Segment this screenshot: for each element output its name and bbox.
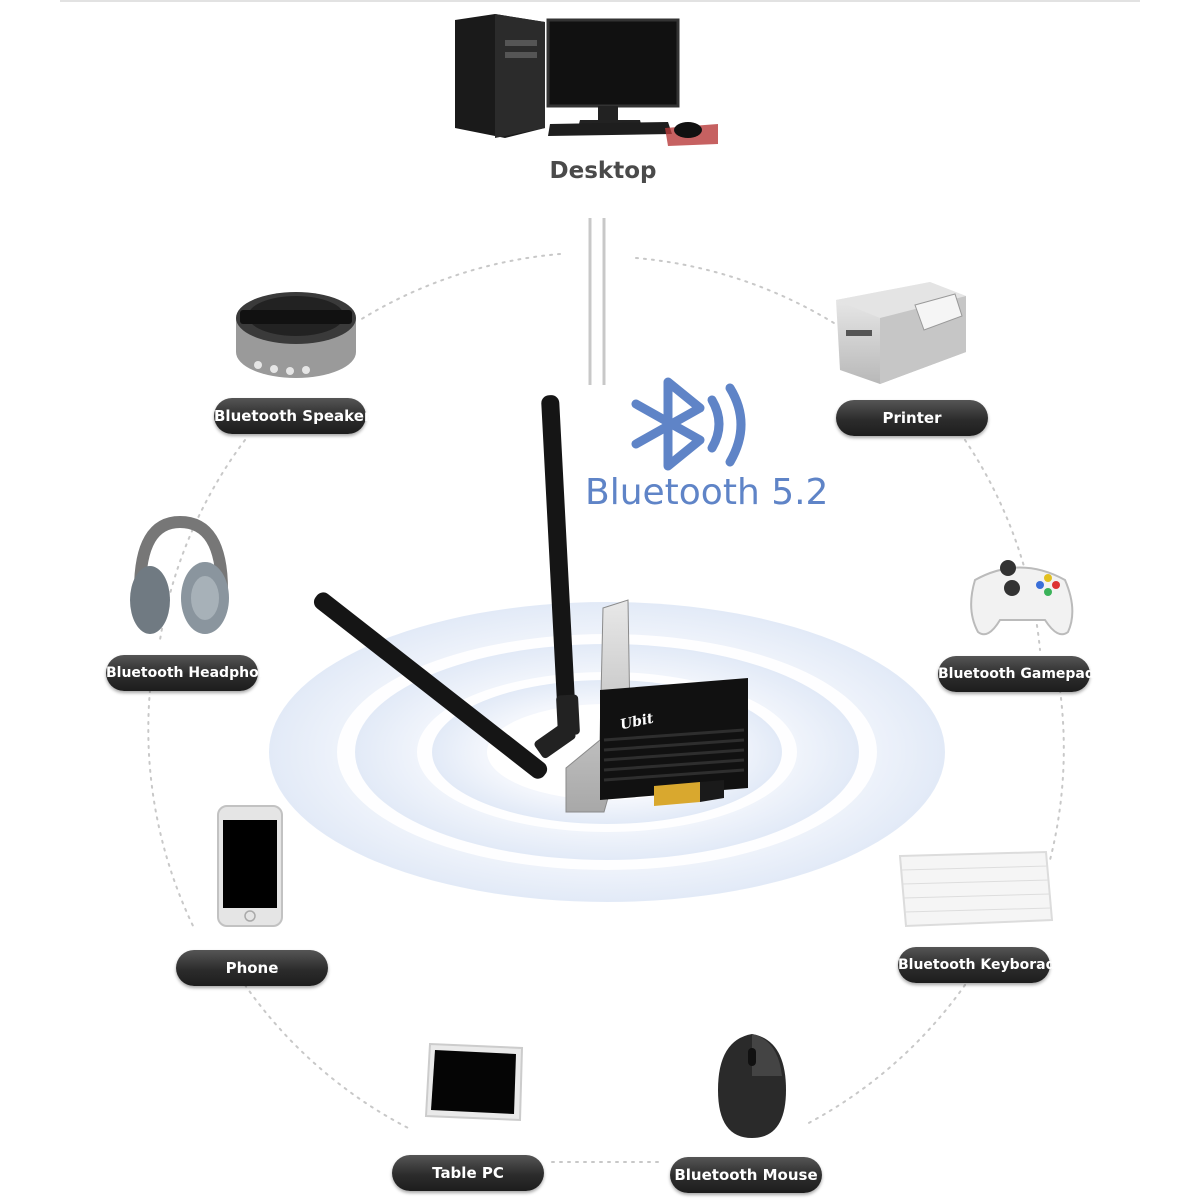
device-label-gamepad: Bluetooth Gamepad [938,656,1095,692]
device-label-mouse: Bluetooth Mouse [670,1157,822,1193]
device-label-tablet: Table PC [392,1155,544,1191]
desktop-label: Desktop [549,158,657,184]
device-label-printer: Printer [836,400,988,436]
phone-icon [217,805,283,927]
ring-arc-right-mid [1049,689,1065,861]
device-label-keyboard: Bluetooth Keyborad [898,947,1056,983]
device-label-phone: Phone [176,950,328,986]
headphone-icon [130,515,229,634]
ring-arc-right-upper [964,439,1041,651]
tablet-icon [424,1042,524,1122]
gamepad-icon [970,560,1074,636]
device-label-speaker: Bluetooth Speaker [214,398,371,434]
ring-arc-right-lower [804,984,966,1126]
speaker-icon [236,292,356,378]
printer-icon [836,282,966,384]
desktop-link [588,218,606,385]
bluetooth-version-label: Bluetooth 5.2 [585,472,829,513]
ring-arc-top-right [635,257,846,331]
mouse-icon [718,1034,786,1138]
connection-ring [147,253,1065,1163]
bluetooth-icon [631,377,746,471]
desktop-computer-icon [455,14,718,146]
keyboard-icon [898,850,1054,928]
ring-arc-left-lower [244,984,413,1131]
device-label-headphone: Bluetooth Headphone [106,655,278,691]
ring-arc-left-mid [147,689,196,931]
pcie-card-icon [313,395,748,813]
ring-arc-top-left [359,253,561,321]
